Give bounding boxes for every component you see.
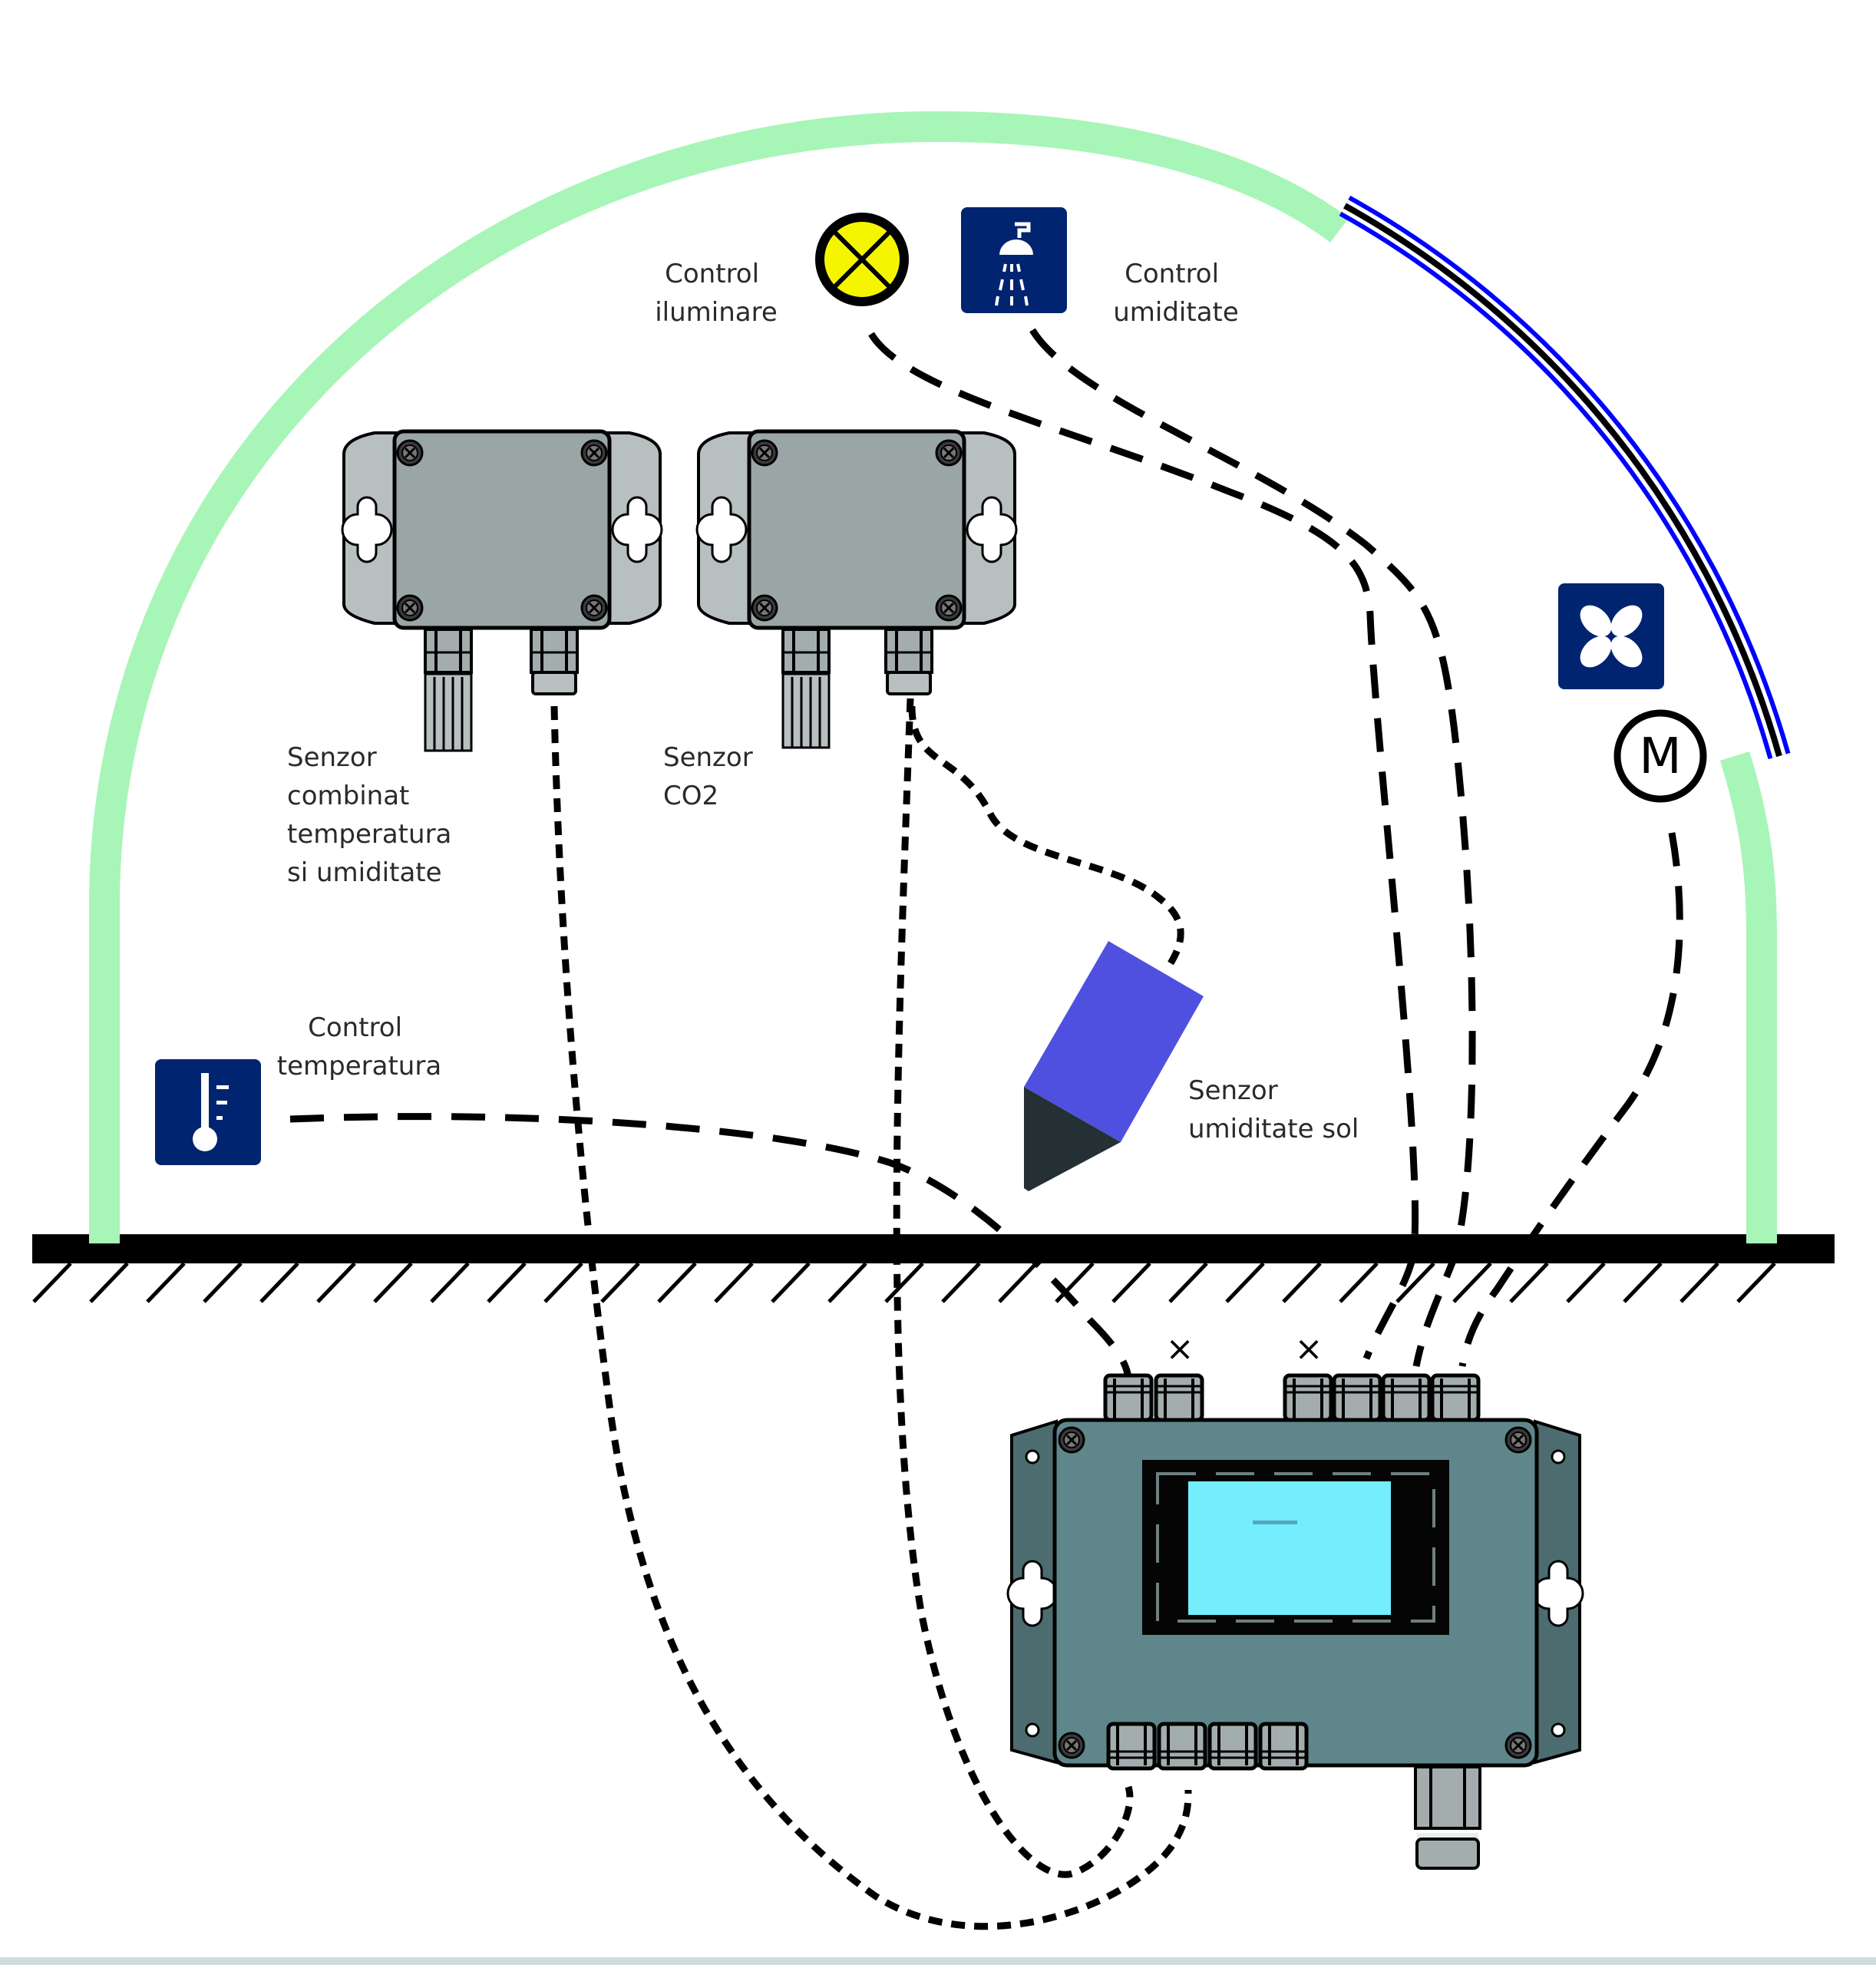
humidity-control-label: Control umiditate [1113,259,1239,328]
roof-window [1339,195,1791,760]
hatch-stroke [1623,1262,1663,1303]
hatch-stroke [543,1262,583,1303]
wire-humidity-control [1029,328,1476,1367]
ground-line [32,1234,1835,1263]
bottom-port-3[interactable] [1210,1724,1256,1768]
power-cable-gland [1414,1765,1481,1870]
hatch-stroke [32,1262,72,1303]
motor-icon[interactable]: M [1613,709,1707,803]
thermometer-icon[interactable] [155,1059,261,1165]
greenhouse-frame [89,111,1777,1243]
ground [32,1234,1835,1303]
hatch-stroke [884,1262,924,1303]
hatch-stroke [1225,1262,1265,1303]
wire-lighting [868,332,1419,1360]
soil-moisture-sensor[interactable] [1024,941,1204,1191]
top-port-3[interactable] [1285,1375,1331,1420]
hatch-stroke [1055,1262,1095,1303]
top-port-6[interactable] [1432,1375,1478,1420]
bottom-edge-strip [0,1957,1876,1965]
wire-soil-sensor [908,705,1184,966]
hatch-stroke [714,1262,754,1303]
hatch-stroke [146,1262,186,1303]
hatch-stroke [1395,1262,1435,1303]
greenhouse-arch-left [89,111,1349,1243]
hatch-stroke [827,1262,867,1303]
unused-port-marker: × [1166,1329,1194,1369]
control-wiring [289,328,1683,1379]
co2-sensor[interactable] [695,429,1018,749]
hatch-stroke [316,1262,356,1303]
hatch-stroke [1566,1262,1606,1303]
hatch-stroke [998,1262,1038,1303]
motor-label: M [1639,728,1681,785]
greenhouse-arch-right [1719,751,1777,1243]
controller-screen[interactable] [1188,1481,1391,1615]
hatch-stroke [941,1262,981,1303]
controller-top-ports [1105,1375,1478,1420]
sensor-wiring [550,698,1192,1930]
hatch-stroke [1452,1262,1492,1303]
hatch-stroke [1168,1262,1208,1303]
hatch-stroke [1679,1262,1719,1303]
hatch-stroke [259,1262,299,1303]
window-pane [1343,203,1782,758]
hatch-stroke [657,1262,697,1303]
lamp-icon[interactable] [815,213,909,306]
hatch-stroke [1282,1262,1322,1303]
hatch-stroke [600,1262,640,1303]
hatch-stroke [1339,1262,1379,1303]
controller-unit[interactable]: × × [1006,1329,1584,1870]
unused-port-marker: × [1295,1329,1323,1369]
wire-temp-humidity-sensor [550,705,1192,1930]
wire-co2-sensor [893,698,1134,1878]
hatch-stroke [430,1262,470,1303]
soil-moisture-sensor-label: Senzor umiditate sol [1188,1075,1359,1144]
shower-icon[interactable] [961,207,1067,313]
wire-motor [1458,832,1683,1367]
hatch-stroke [1736,1262,1776,1303]
top-port-1[interactable] [1105,1375,1151,1420]
soil-probe-tip [1024,1087,1121,1191]
hatch-stroke [1111,1262,1151,1303]
wire-temperature-control [289,1113,1132,1379]
ground-hatching [32,1262,1776,1303]
co2-sensor-label: Senzor CO2 [663,742,761,811]
hatch-stroke [771,1262,811,1303]
temp-humidity-sensor[interactable] [341,429,663,752]
screen-text-mark [1253,1521,1297,1524]
display-dashed-frame [1156,1472,1435,1623]
top-port-2[interactable] [1156,1375,1202,1420]
soil-probe-body [1024,941,1204,1142]
lighting-label: Control iluminare [655,259,778,328]
bottom-port-1[interactable] [1108,1724,1154,1768]
top-port-5[interactable] [1383,1375,1429,1420]
hatch-stroke [373,1262,413,1303]
temperature-control-label: Control temperatura [277,1012,441,1081]
hatch-stroke [1509,1262,1549,1303]
fan-icon[interactable] [1558,583,1664,689]
bottom-port-4[interactable] [1260,1724,1306,1768]
bottom-port-2[interactable] [1159,1724,1205,1768]
temp-humidity-sensor-label: Senzor combinat temperatura si umiditate [287,742,460,888]
hatch-stroke [487,1262,527,1303]
hatch-stroke [203,1262,243,1303]
hatch-stroke [89,1262,129,1303]
top-port-4[interactable] [1334,1375,1380,1420]
